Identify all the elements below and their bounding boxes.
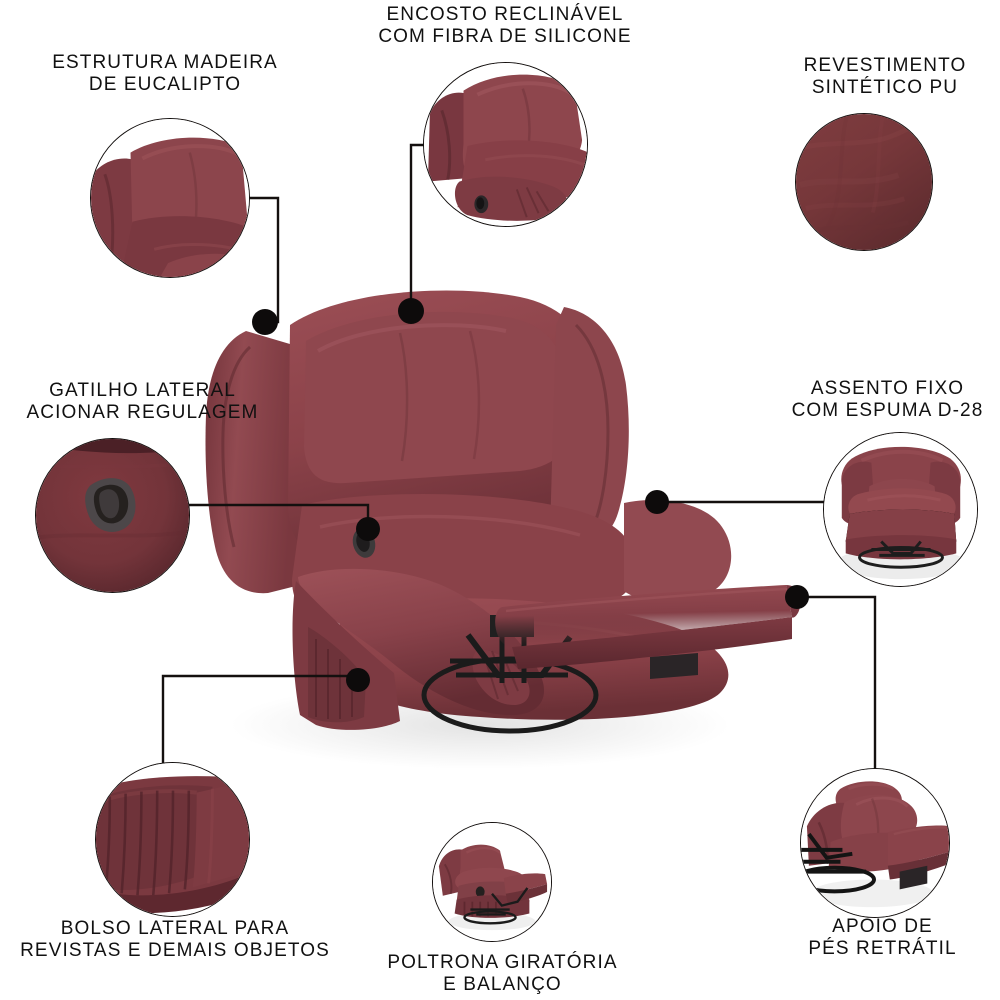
main-chair-image xyxy=(150,255,870,775)
callout-image-poltrona-giratoria xyxy=(432,822,552,942)
callout-image-gatilho-lateral xyxy=(35,438,190,593)
callout-label-estrutura-madeira: ESTRUTURA MADEIRA DE EUCALIPTO xyxy=(52,52,278,96)
callout-label-bolso-lateral: BOLSO LATERAL PARA REVISTAS E DEMAIS OBJ… xyxy=(20,918,330,962)
callout-image-apoio-de-pes xyxy=(800,768,950,918)
callout-label-apoio-de-pes: APOIO DE PÉS RETRÁTIL xyxy=(808,916,957,960)
callout-label-encosto-reclinavel: ENCOSTO RECLINÁVEL COM FIBRA DE SILICONE xyxy=(378,4,632,48)
callout-image-bolso-lateral xyxy=(95,762,250,917)
callout-image-estrutura-madeira xyxy=(90,118,250,278)
callout-image-assento-fixo xyxy=(823,432,978,587)
callout-label-poltrona-giratoria: POLTRONA GIRATÓRIA E BALANÇO xyxy=(387,952,618,996)
callout-label-assento-fixo: ASSENTO FIXO COM ESPUMA D-28 xyxy=(791,378,984,422)
callout-image-revestimento-pu xyxy=(795,113,933,251)
callout-image-encosto-reclinavel xyxy=(423,62,588,227)
callout-label-revestimento-pu: REVESTIMENTO SINTÉTICO PU xyxy=(803,55,967,99)
callout-label-gatilho-lateral: GATILHO LATERAL ACIONAR REGULAGEM xyxy=(26,380,259,424)
